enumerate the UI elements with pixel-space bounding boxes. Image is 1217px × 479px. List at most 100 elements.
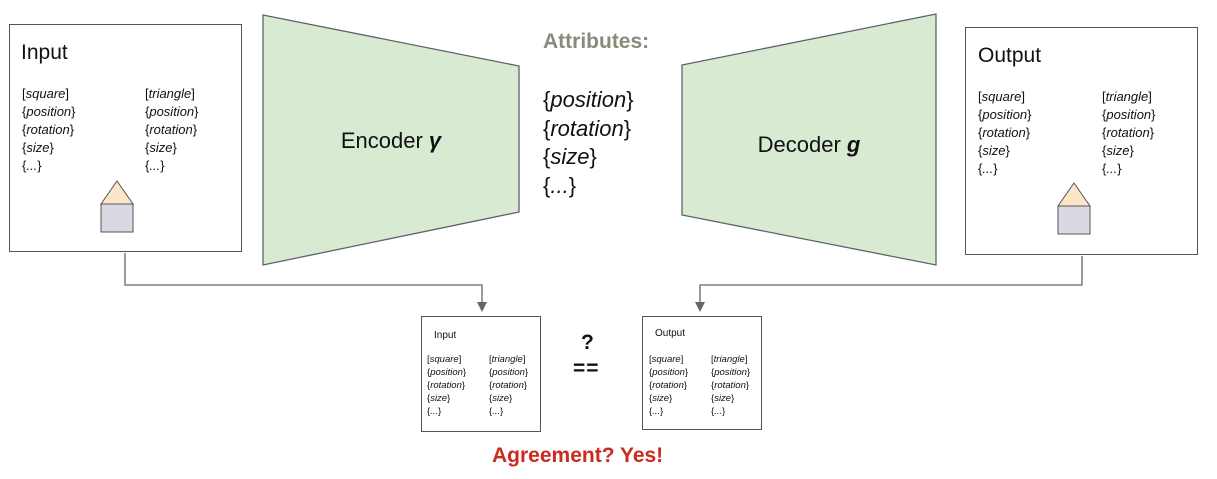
- attribute-line: {size}: [711, 392, 750, 405]
- bracket-open: {: [649, 393, 653, 404]
- attribute-word: position: [1106, 107, 1152, 122]
- bracket-close: }: [69, 122, 75, 137]
- bracket-open: {: [543, 115, 551, 141]
- attribute-word: ...: [1106, 161, 1118, 176]
- output-panel: Output [square]{position}{rotation}{size…: [965, 27, 1198, 255]
- small-input-col1: [square]{position}{rotation}{size}{...}: [427, 353, 466, 418]
- attribute-line: {rotation}: [489, 379, 528, 392]
- encoder-label: Encoder γ: [262, 128, 520, 154]
- bracket-open: {: [649, 406, 653, 417]
- attribute-word: rotation: [492, 380, 524, 391]
- attribute-line: [square]: [427, 353, 466, 366]
- bracket-open: {: [427, 393, 431, 404]
- small-input-title: Input: [434, 330, 457, 341]
- decoder-label: Decoder g: [681, 132, 937, 158]
- attribute-word: size: [149, 140, 173, 155]
- bracket-open: {: [145, 140, 150, 155]
- decoder-text: Decoder: [757, 132, 841, 157]
- bracket-close: }: [626, 87, 634, 112]
- bracket-open: {: [978, 125, 983, 140]
- attributes-list: {position}{rotation}{size}{...}: [543, 86, 634, 200]
- bracket-close: }: [746, 367, 751, 378]
- attribute-line: {position}: [649, 366, 688, 379]
- attribute-word: rotation: [550, 115, 624, 141]
- attribute-word: ...: [982, 161, 994, 176]
- bracket-open: {: [489, 380, 493, 391]
- attribute-line: {position}: [22, 103, 76, 121]
- bracket-close: }: [731, 393, 735, 404]
- bracket-open: {: [427, 406, 431, 417]
- attribute-line: {size}: [22, 139, 76, 157]
- attribute-line: {size}: [427, 392, 466, 405]
- bracket-open: {: [489, 393, 493, 404]
- attribute-line: {...}: [711, 405, 750, 418]
- bracket-close: }: [192, 122, 198, 137]
- attribute-line: {position}: [978, 106, 1032, 124]
- bracket-open: [: [489, 354, 492, 365]
- attribute-line: {...}: [543, 172, 634, 201]
- bracket-close: ]: [191, 86, 195, 101]
- bracket-close: }: [500, 406, 504, 417]
- attribute-word: rotation: [982, 125, 1026, 140]
- attribute-line: [square]: [649, 353, 688, 366]
- square-body: [100, 203, 134, 233]
- bracket-open: {: [22, 122, 27, 137]
- bracket-open: [: [22, 86, 26, 101]
- question-mark: ?: [581, 331, 594, 354]
- attribute-line: {rotation}: [543, 115, 634, 144]
- attribute-word: square: [651, 354, 681, 365]
- attribute-line: {position}: [489, 366, 528, 379]
- bracket-open: {: [978, 107, 983, 122]
- bracket-open: {: [489, 367, 493, 378]
- bracket-open: {: [22, 104, 27, 119]
- bracket-close: }: [623, 115, 632, 141]
- input-panel-title: Input: [21, 41, 68, 64]
- bracket-close: }: [523, 380, 528, 391]
- encoder-text: Encoder: [340, 128, 423, 153]
- attribute-line: {...}: [22, 157, 76, 175]
- small-output-panel: Output [square]{position}{rotation}{size…: [642, 316, 762, 430]
- house-shape-icon: [100, 180, 134, 233]
- bracket-close: }: [49, 140, 54, 155]
- bracket-open: {: [649, 367, 653, 378]
- attribute-word: rotation: [430, 380, 462, 391]
- bracket-open: [: [427, 354, 430, 365]
- bracket-close: }: [172, 140, 177, 155]
- bracket-close: }: [684, 367, 689, 378]
- bracket-open: {: [22, 158, 27, 173]
- attribute-line: [square]: [22, 85, 76, 103]
- bracket-open: {: [543, 87, 551, 112]
- output-panel-title: Output: [978, 44, 1042, 67]
- attribute-line: {position}: [711, 366, 750, 379]
- attribute-word: position: [26, 104, 72, 119]
- bracket-open: {: [711, 406, 715, 417]
- encoder-trapezoid: [262, 14, 520, 266]
- attribute-line: [triangle]: [489, 353, 528, 366]
- attribute-line: {rotation}: [978, 124, 1032, 142]
- equals-sign: ==: [573, 357, 600, 380]
- bracket-open: [: [649, 354, 652, 365]
- attribute-word: size: [430, 393, 448, 404]
- attribute-word: position: [430, 367, 463, 378]
- attribute-word: size: [714, 393, 732, 404]
- bracket-close: }: [568, 172, 577, 198]
- attribute-word: rotation: [714, 380, 746, 391]
- attribute-line: {...}: [978, 160, 1032, 178]
- bracket-close: }: [509, 393, 513, 404]
- bracket-close: }: [438, 406, 442, 417]
- attribute-line: {size}: [1102, 142, 1156, 160]
- attribute-line: {size}: [543, 143, 634, 172]
- bracket-close: }: [669, 393, 673, 404]
- attribute-line: [triangle]: [1102, 88, 1156, 106]
- bracket-close: }: [71, 104, 76, 119]
- bracket-close: }: [1027, 107, 1032, 122]
- bracket-close: }: [745, 380, 750, 391]
- bracket-open: {: [427, 380, 431, 391]
- bracket-open: {: [711, 380, 715, 391]
- bracket-close: }: [1025, 125, 1031, 140]
- bracket-close: ]: [458, 354, 462, 365]
- attribute-line: {...}: [1102, 160, 1156, 178]
- attribute-word: ...: [26, 158, 38, 173]
- bracket-close: ]: [522, 354, 526, 365]
- attribute-word: position: [492, 367, 525, 378]
